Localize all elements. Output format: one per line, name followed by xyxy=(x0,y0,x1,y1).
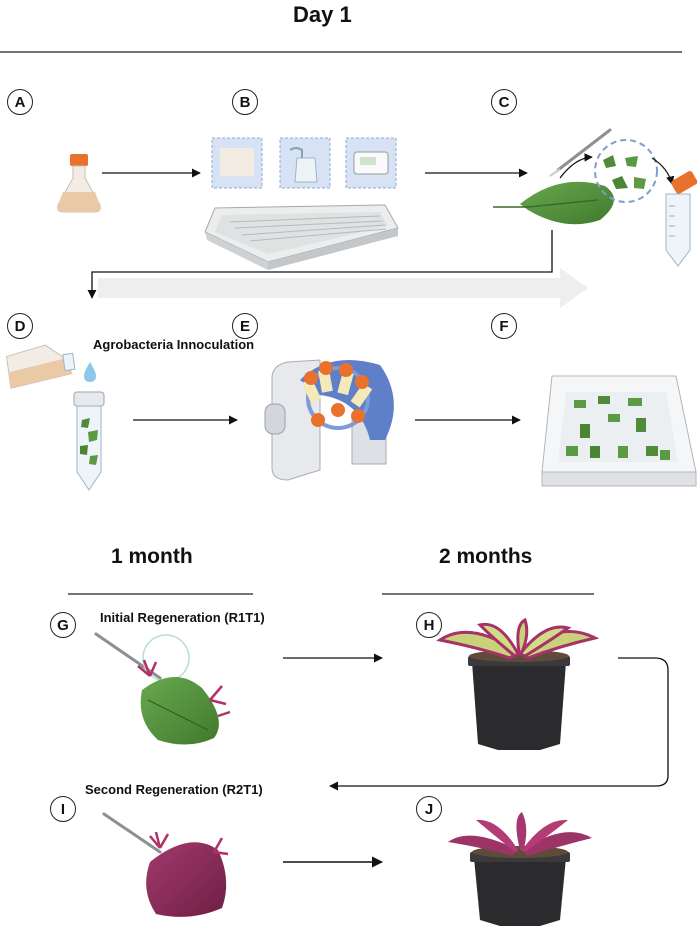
petri-dish-icon xyxy=(541,375,697,487)
arrow-c-d xyxy=(87,230,553,299)
title-2-months: 2 months xyxy=(439,545,533,568)
pouring-flask-icon xyxy=(5,344,76,389)
potted-plant-h-icon xyxy=(436,617,600,750)
rotator-icon xyxy=(264,359,394,481)
step-label-g: G xyxy=(50,612,76,638)
label-second-regeneration: Second Regeneration (R2T1) xyxy=(85,782,263,797)
step-label-j: J xyxy=(416,796,442,822)
potted-plant-j-icon xyxy=(448,812,592,926)
step-label-i: I xyxy=(50,796,76,822)
timer-icon xyxy=(345,137,397,189)
green-leaf-regeneration-icon xyxy=(94,632,231,745)
flask-icon xyxy=(57,154,101,213)
wash-bottle-icon xyxy=(279,137,331,189)
step-label-f: F xyxy=(491,313,517,339)
title-day-1: Day 1 xyxy=(293,2,352,27)
step-label-d: D xyxy=(7,313,33,339)
step-label-h: H xyxy=(416,612,442,638)
title-1-month: 1 month xyxy=(111,545,193,568)
infected-tube-icon xyxy=(73,391,105,491)
leaf-pieces-icon xyxy=(594,139,658,203)
leaf-icon xyxy=(493,181,614,225)
step-label-c: C xyxy=(491,89,517,115)
step-label-a: A xyxy=(7,89,33,115)
background-arrow xyxy=(98,268,588,308)
curved-arrow-cut xyxy=(559,153,593,179)
scalpel-icon xyxy=(549,128,612,177)
curved-arrow-tube xyxy=(651,157,675,185)
label-agrobacteria: Agrobacteria Innoculation xyxy=(93,337,255,352)
purple-leaf-regeneration-icon xyxy=(102,812,229,917)
falcon-tube-icon xyxy=(665,171,698,267)
tray-icon xyxy=(204,204,399,270)
step-label-b: B xyxy=(232,89,258,115)
arrow-h-i xyxy=(329,657,669,791)
drop-icon xyxy=(84,362,96,382)
step-label-e: E xyxy=(232,313,258,339)
paper-towel-icon xyxy=(211,137,263,189)
label-initial-regeneration: Initial Regeneration (R1T1) xyxy=(100,610,265,625)
